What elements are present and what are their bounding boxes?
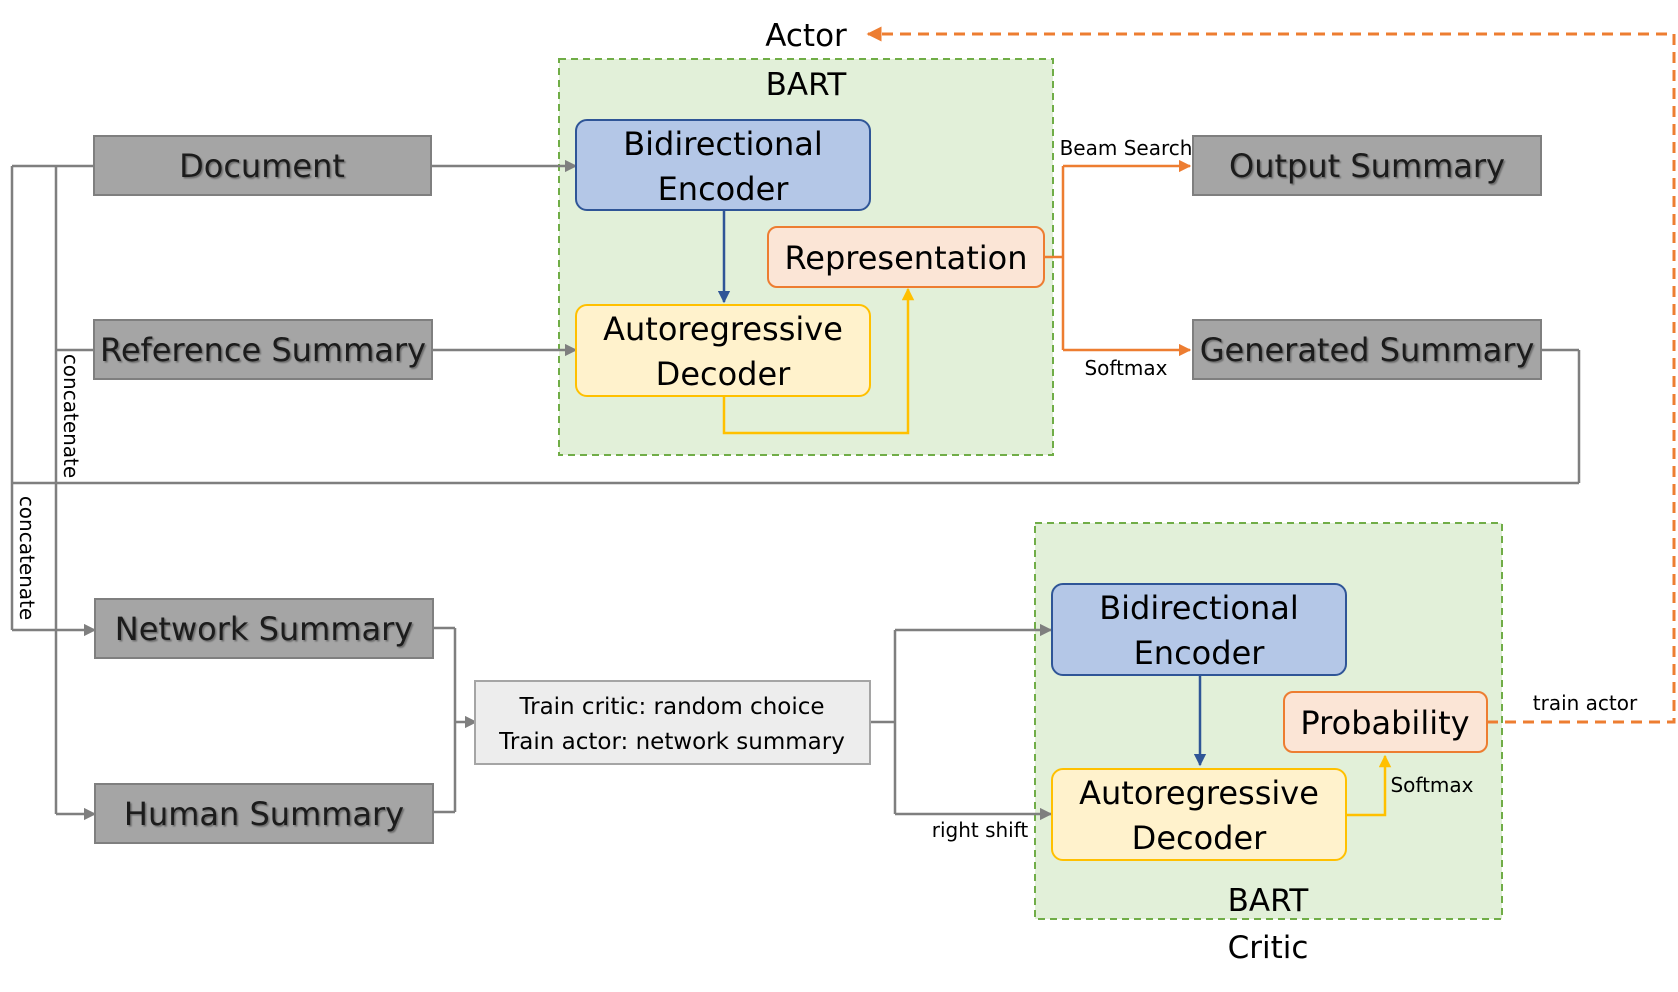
output-summary-label: Output Summary [1229,147,1505,185]
network-summary-label: Network Summary [115,610,413,648]
gray-connectors [10,159,1581,821]
right-shift-label: right shift [932,818,1029,842]
representation-label: Representation [784,239,1027,277]
actor-decoder-line-1: Autoregressive [603,310,843,348]
critic-decoder-to-probability-arrow [1346,754,1392,817]
concatenate-label-2: concatenate [15,496,39,620]
reference-summary-label: Reference Summary [100,331,426,369]
actor-label: Actor [765,18,847,54]
selector-line-2: Train actor: network summary [498,729,845,755]
concatenate-label-1: concatenate [59,354,83,478]
generated-summary-box: Generated Summary [1192,319,1542,380]
reference-summary-box: Reference Summary [93,319,433,380]
decoder-to-representation-arrow [722,287,915,435]
critic-encoder-line-2: Encoder [1134,634,1266,672]
probability-box: Probability [1283,691,1488,753]
representation-output-arrows [1044,159,1192,357]
human-summary-label: Human Summary [124,795,404,833]
critic-bart-title: BART [1228,883,1310,919]
critic-decoder-line-1: Autoregressive [1079,774,1319,812]
critic-label: Critic [1228,930,1309,966]
softmax-actor-label: Softmax [1084,356,1167,380]
probability-label: Probability [1300,704,1469,742]
critic-decoder-box: Autoregressive Decoder [1051,768,1347,861]
train-actor-feedback-arrow [866,26,1676,724]
actor-encoder-line-1: Bidirectional [623,125,823,163]
critic-decoder-line-2: Decoder [1132,819,1268,857]
document-box: Document [93,135,432,196]
critic-encoder-line-1: Bidirectional [1099,589,1299,627]
generated-summary-label: Generated Summary [1200,331,1535,369]
actor-decoder-line-2: Decoder [656,355,792,393]
actor-bart-title: BART [766,67,848,103]
network-summary-box: Network Summary [94,598,434,659]
document-label: Document [179,147,345,185]
beam-search-label: Beam Search [1060,136,1193,160]
selector-line-1: Train critic: random choice [518,694,824,720]
actor-encoder-box: Bidirectional Encoder [575,119,871,211]
representation-box: Representation [767,226,1045,288]
human-summary-box: Human Summary [94,783,434,844]
critic-encoder-box: Bidirectional Encoder [1051,583,1347,676]
training-selector-box: Train critic: random choice Train actor:… [474,680,871,765]
actor-decoder-box: Autoregressive Decoder [575,304,871,397]
output-summary-box: Output Summary [1192,135,1542,196]
actor-encoder-line-2: Encoder [658,170,790,208]
train-actor-label: train actor [1533,691,1638,715]
softmax-critic-label: Softmax [1390,773,1473,797]
